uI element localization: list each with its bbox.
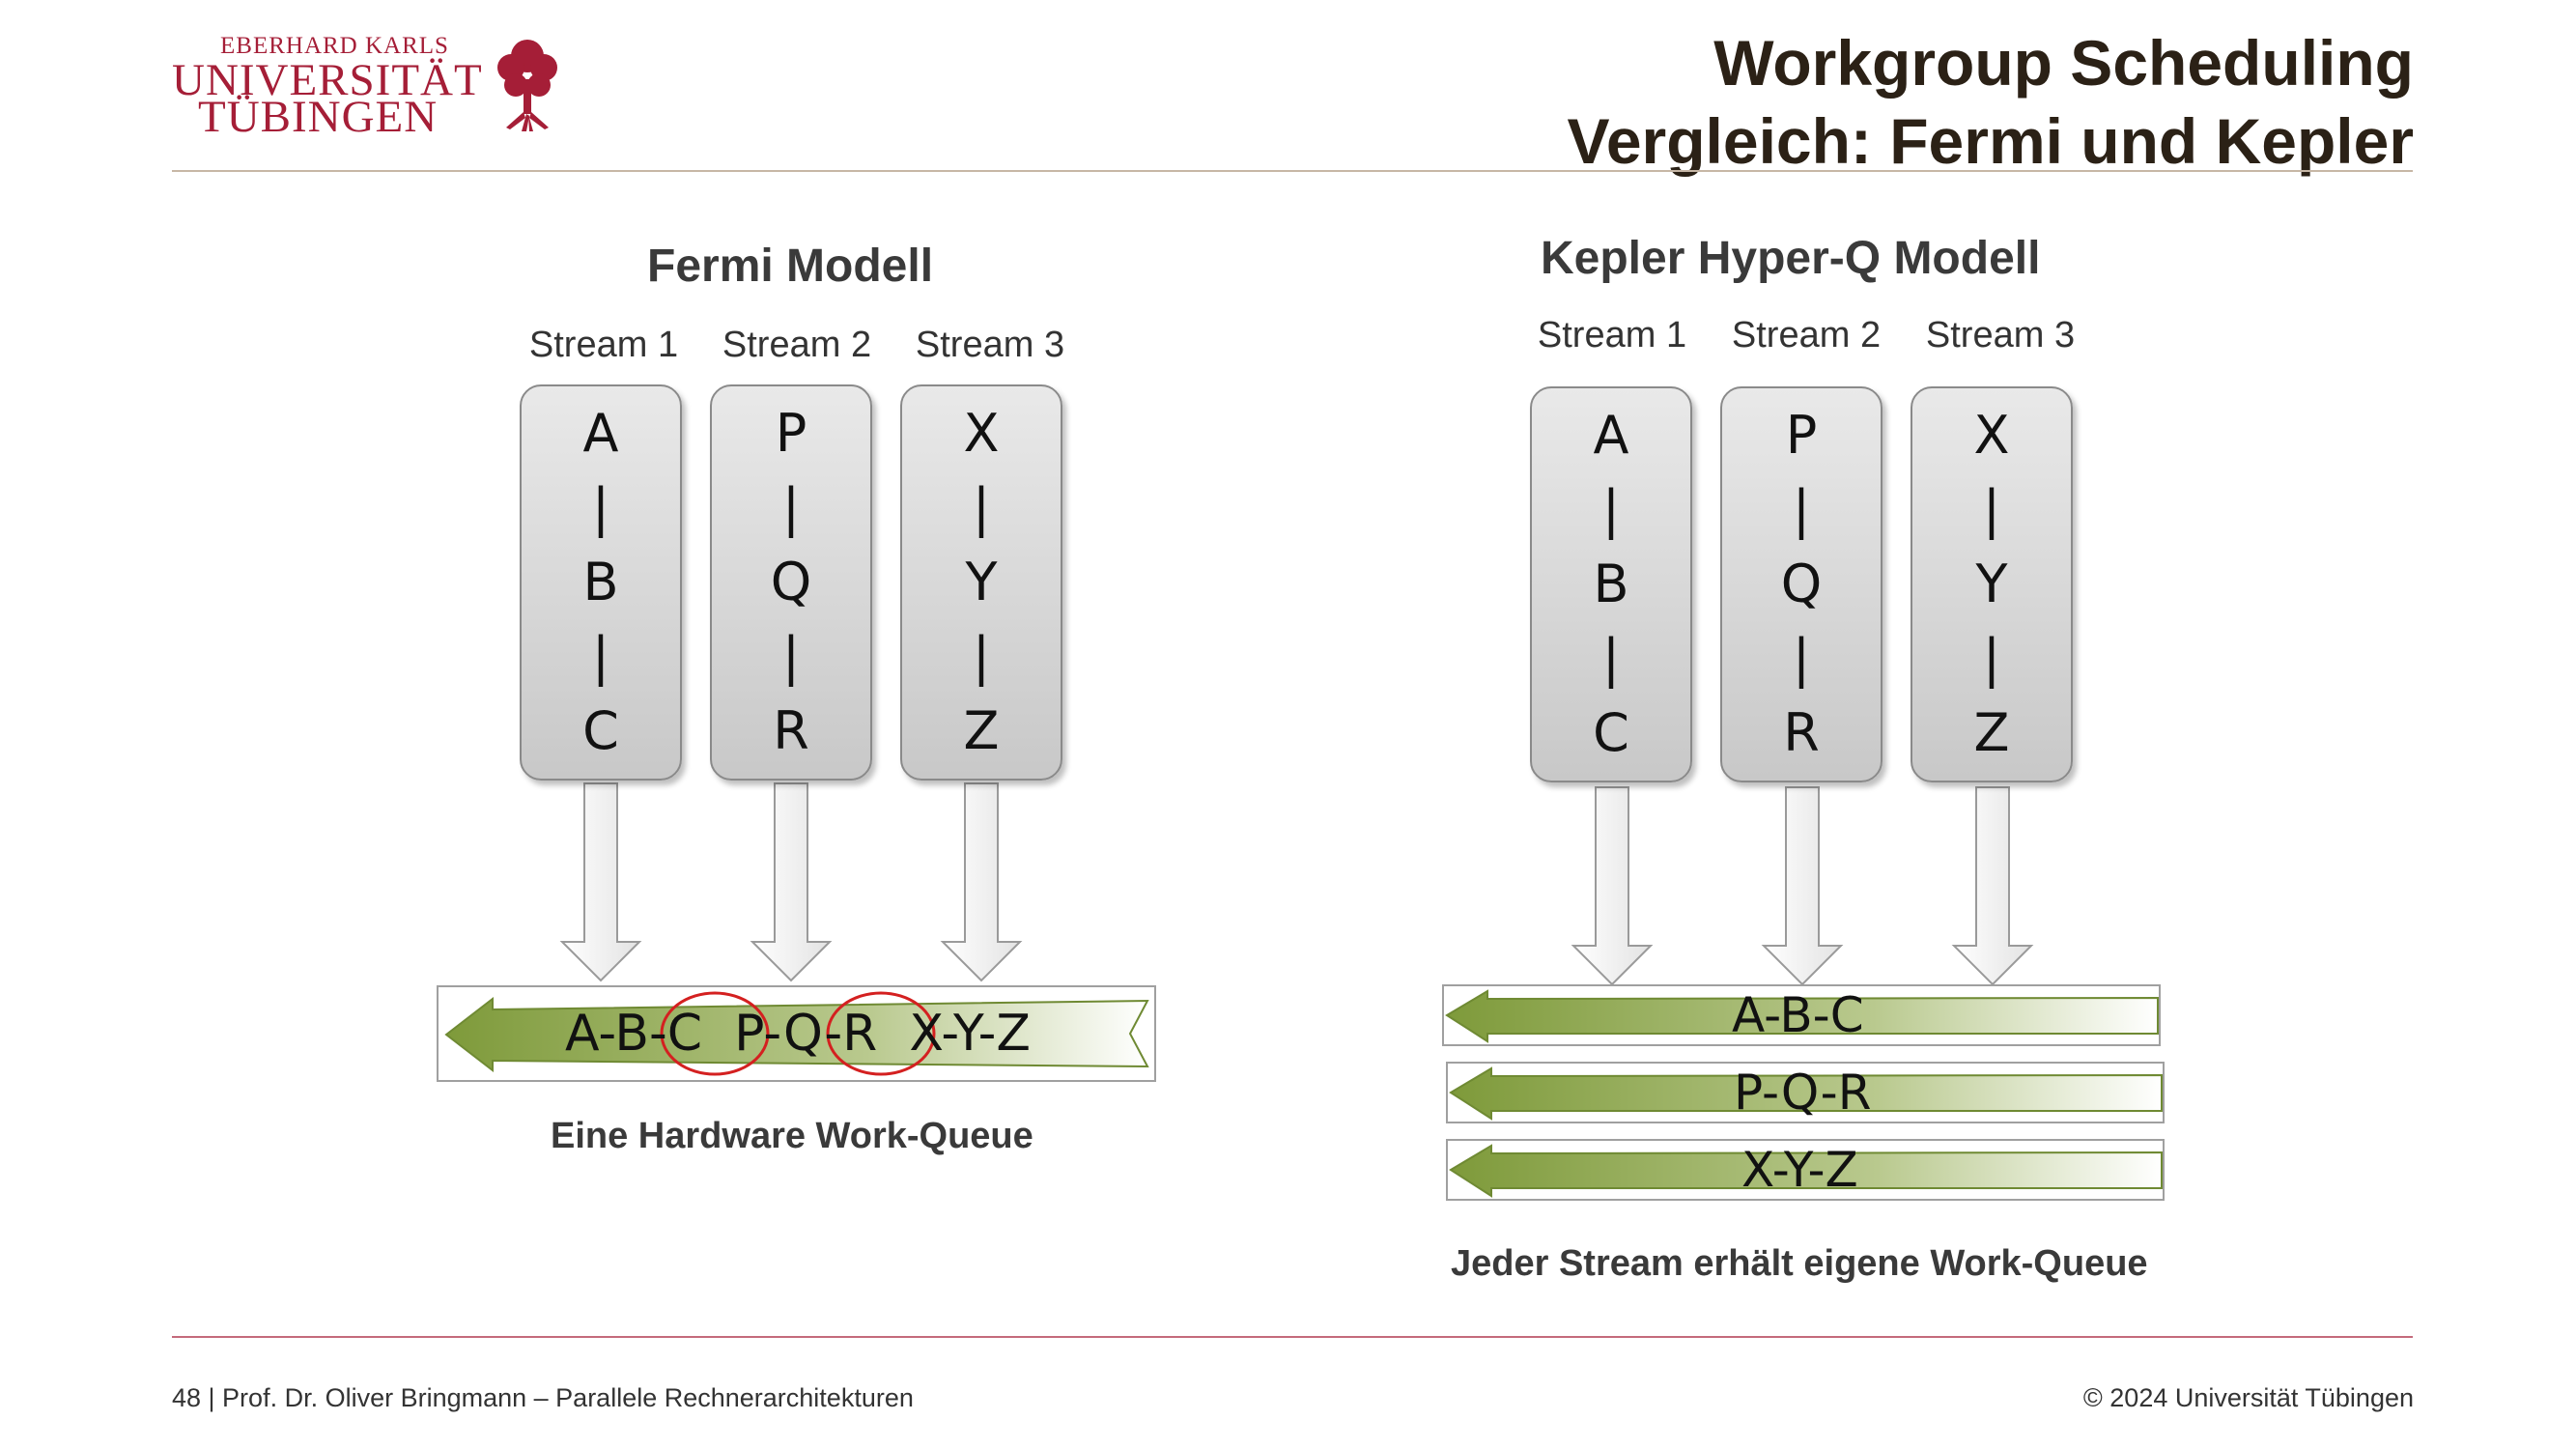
stream-item: | xyxy=(1792,478,1811,540)
highlight-circle xyxy=(660,991,770,1076)
down-arrow xyxy=(750,782,833,982)
stream-item: Z xyxy=(1973,702,2010,764)
stream-item: | xyxy=(1601,478,1621,540)
down-arrow xyxy=(559,782,642,982)
fermi-stream-box-2: P | Q | R xyxy=(710,384,872,781)
fermi-heading: Fermi Modell xyxy=(647,241,934,292)
fermi-queue-label: A-B-C P-Q-R X-Y-Z xyxy=(565,1005,1031,1063)
stream-item: A xyxy=(1593,404,1629,466)
kepler-queue-arrow xyxy=(1449,1144,2163,1198)
kepler-queue-label-3: X-Y-Z xyxy=(1741,1142,1858,1198)
stream-item: | xyxy=(1982,478,2001,540)
stream-item: B xyxy=(582,551,619,612)
stream-item: A xyxy=(582,402,619,464)
stream-item: C xyxy=(1593,702,1629,764)
footer-divider xyxy=(172,1336,2413,1338)
down-arrow xyxy=(940,782,1023,982)
slide-title-line-2: Vergleich: Fermi und Kepler xyxy=(1567,105,2414,177)
fermi-caption: Eine Hardware Work-Queue xyxy=(551,1116,1033,1156)
footer-right: © 2024 Universität Tübingen xyxy=(2082,1383,2414,1412)
logo-line-3: TÜBINGEN xyxy=(198,92,439,142)
kepler-queue-label-2: P-Q-R xyxy=(1734,1065,1872,1121)
logo-line-1: EBERHARD KARLS xyxy=(220,33,449,59)
stream-item: R xyxy=(1783,702,1820,764)
fermi-stream-label-3: Stream 3 xyxy=(915,325,1065,365)
stream-item: | xyxy=(972,476,991,538)
stream-item: Y xyxy=(965,551,998,612)
kepler-down-arrows xyxy=(1571,786,2034,986)
kepler-queue-arrow xyxy=(1445,989,2159,1043)
kepler-heading: Kepler Hyper-Q Modell xyxy=(1541,233,2041,284)
down-arrow xyxy=(1761,786,1844,986)
footer-left: 48 | Prof. Dr. Oliver Bringmann – Parall… xyxy=(172,1383,914,1412)
stream-item: Q xyxy=(1780,553,1823,614)
kepler-stream-label-3: Stream 3 xyxy=(1925,315,2076,355)
stream-item: | xyxy=(781,626,801,688)
fermi-down-arrows xyxy=(559,782,1023,982)
stream-item: | xyxy=(1792,628,1811,690)
stream-item: | xyxy=(591,626,610,688)
stream-item: Y xyxy=(1975,553,2008,614)
stream-item: Z xyxy=(963,700,1000,762)
stream-item: X xyxy=(1973,404,2010,466)
stream-item: | xyxy=(1601,628,1621,690)
stream-item: P xyxy=(1785,404,1818,466)
header-divider xyxy=(172,170,2413,172)
kepler-caption: Jeder Stream erhält eigene Work-Queue xyxy=(1451,1243,2148,1284)
fermi-stream-box-1: A | B | C xyxy=(520,384,682,781)
down-arrow xyxy=(1951,786,2034,986)
fermi-stream-label-1: Stream 1 xyxy=(528,325,679,365)
logo-line-2: UNIVERSITÄT xyxy=(172,55,483,105)
fermi-stream-box-3: X | Y | Z xyxy=(900,384,1062,781)
stream-item: | xyxy=(781,476,801,538)
stream-item: P xyxy=(775,402,807,464)
stream-item: | xyxy=(591,476,610,538)
kepler-queue-arrow xyxy=(1449,1066,2163,1121)
kepler-stream-box-1: A | B | C xyxy=(1530,386,1692,782)
kepler-stream-label-1: Stream 1 xyxy=(1537,315,1687,355)
fermi-queue-arrow xyxy=(444,996,1149,1073)
stream-item: C xyxy=(582,700,619,762)
kepler-stream-box-2: P | Q | R xyxy=(1720,386,1882,782)
stream-item: Q xyxy=(770,551,812,612)
stream-item: | xyxy=(972,626,991,688)
kepler-stream-box-3: X | Y | Z xyxy=(1911,386,2073,782)
stream-item: R xyxy=(773,700,809,762)
kepler-queue-label-1: A-B-C xyxy=(1732,987,1864,1043)
stream-item: B xyxy=(1593,553,1629,614)
slide-title-line-1: Workgroup Scheduling xyxy=(1713,27,2414,99)
stream-item: X xyxy=(963,402,1000,464)
highlight-circle xyxy=(826,991,936,1076)
fermi-stream-label-2: Stream 2 xyxy=(722,325,872,365)
stream-item: | xyxy=(1982,628,2001,690)
down-arrow xyxy=(1571,786,1654,986)
kepler-stream-label-2: Stream 2 xyxy=(1731,315,1882,355)
